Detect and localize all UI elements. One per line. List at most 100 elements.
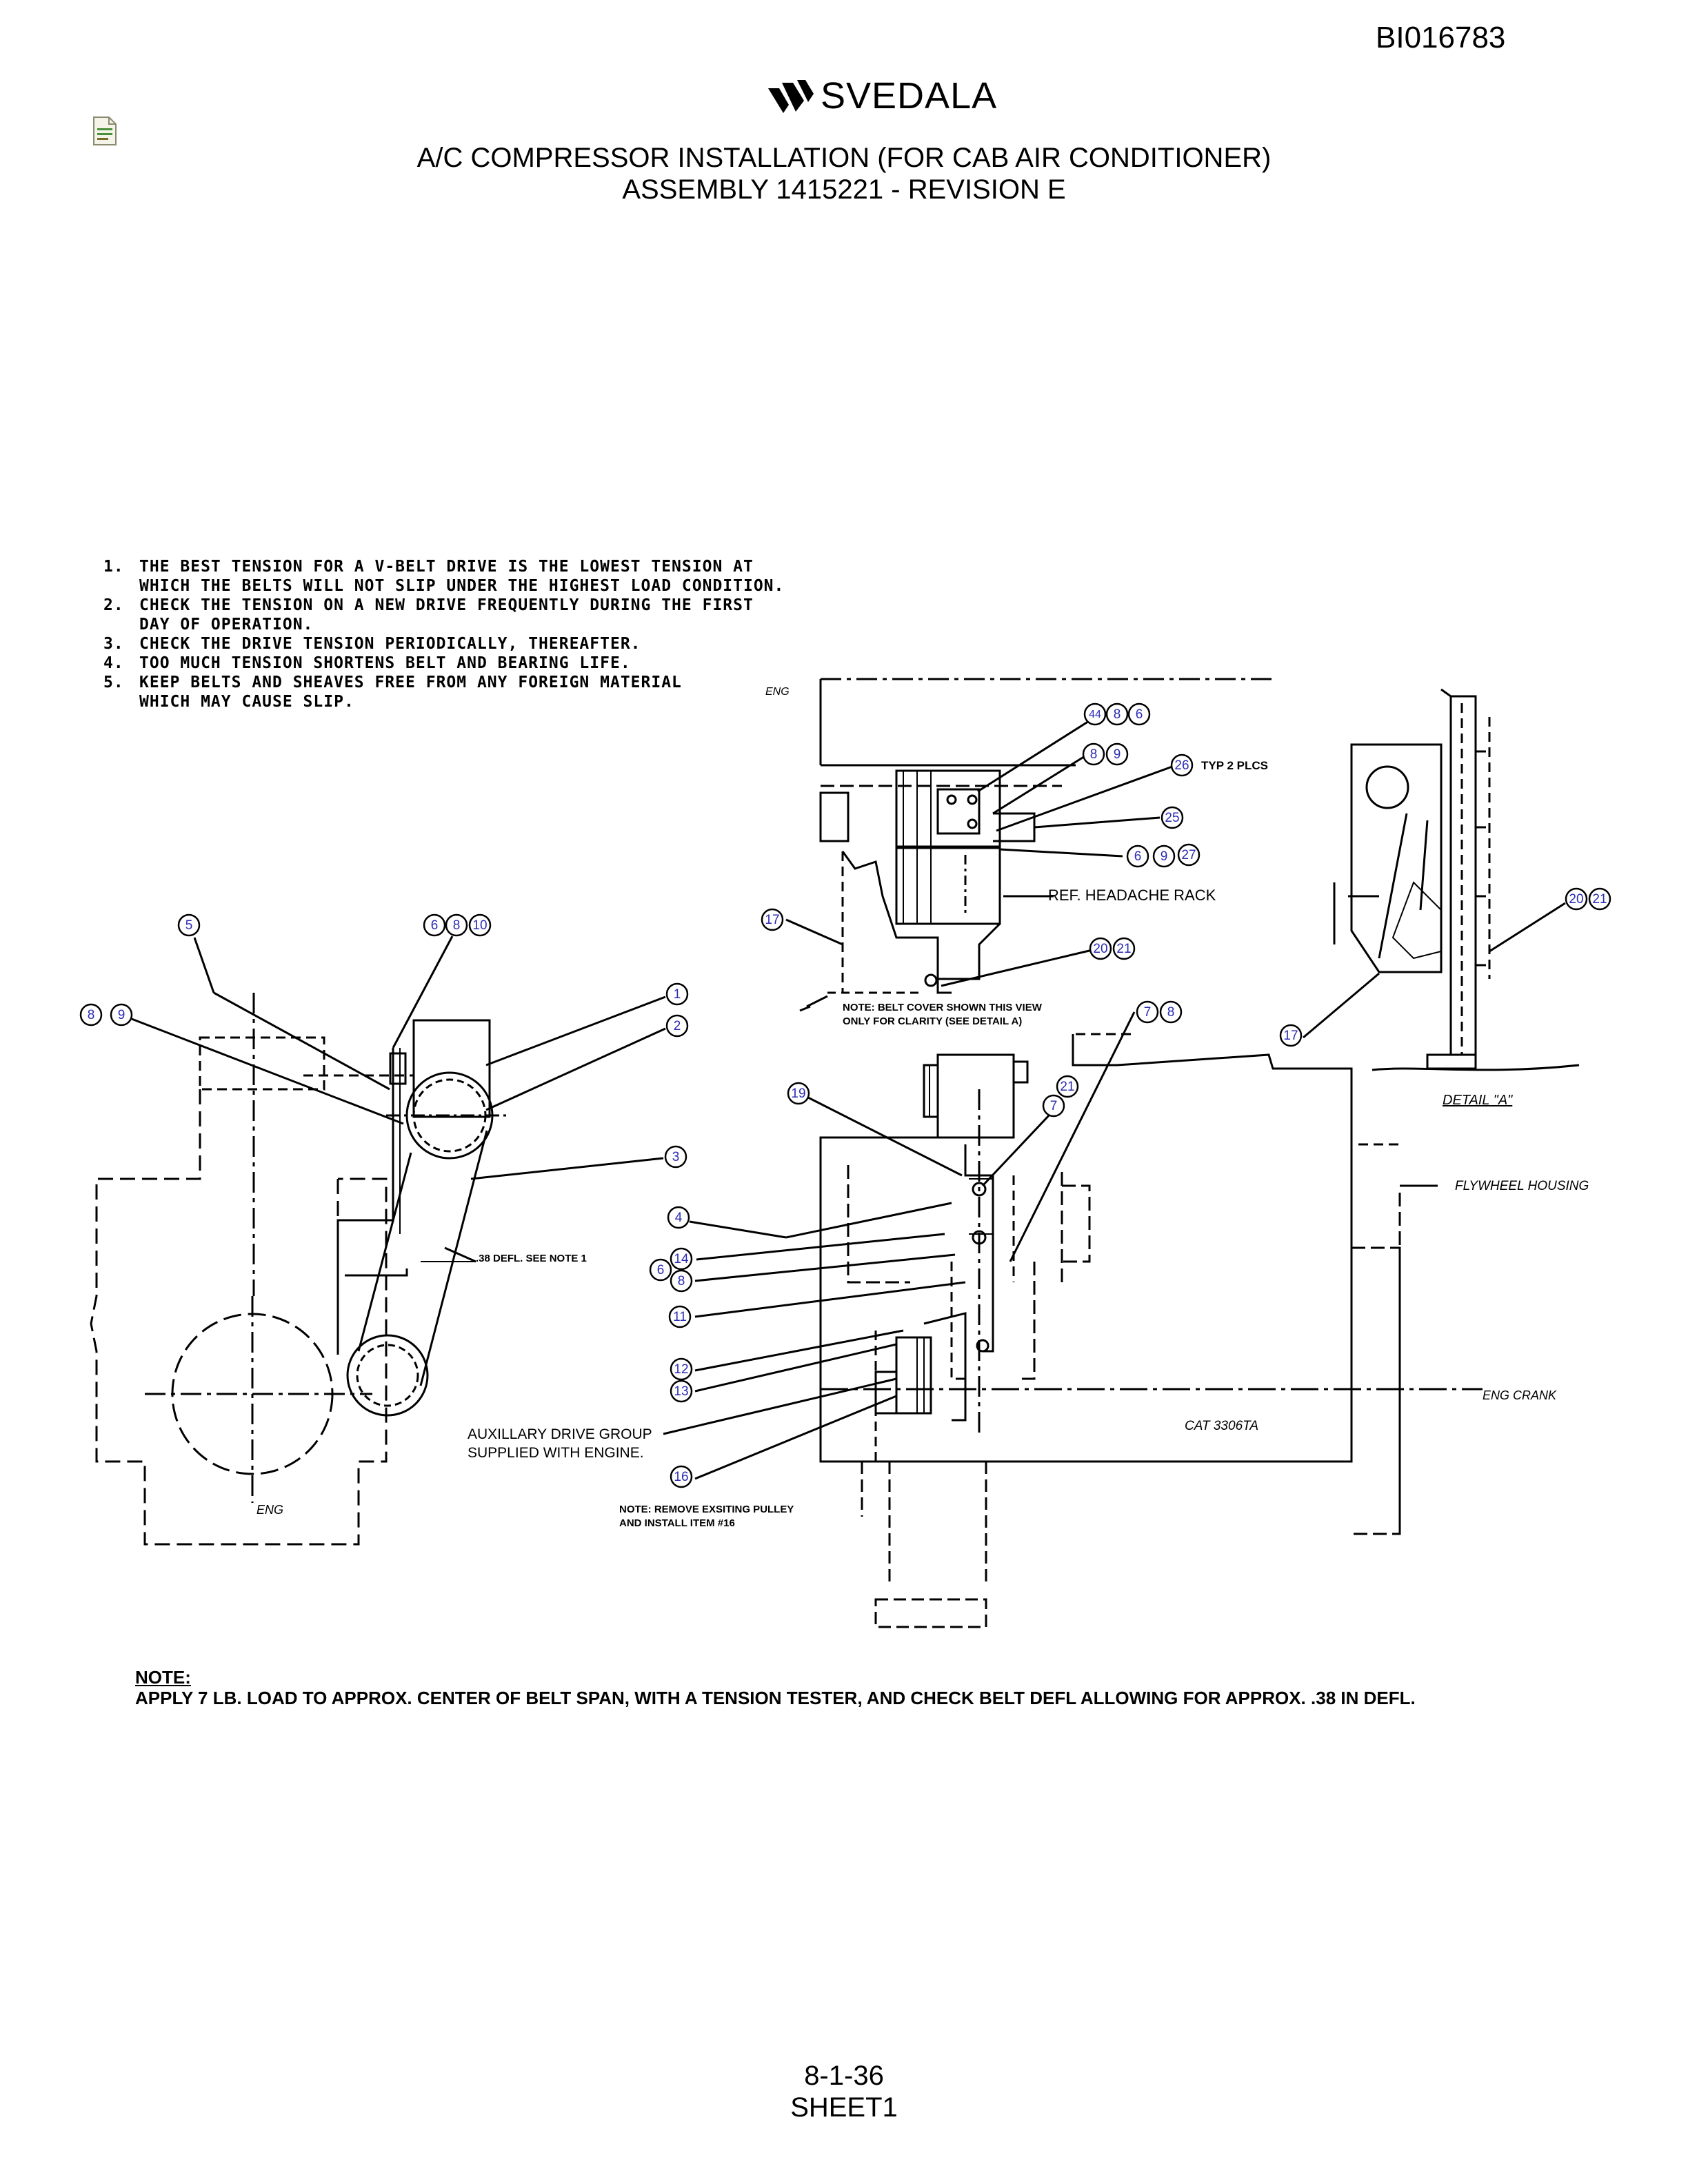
svg-text:3: 3 [672,1150,680,1164]
deflection-label: .38 DEFL. SEE NOTE 1 [476,1253,587,1264]
callout-balloon: 21 [1112,937,1136,960]
bottom-note-text: APPLY 7 LB. LOAD TO APPROX. CENTER OF BE… [135,1688,1416,1708]
svg-text:4: 4 [675,1211,683,1225]
title-line-1: A/C COMPRESSOR INSTALLATION (FOR CAB AIR… [416,143,1272,173]
left-engine-view [90,993,510,1546]
callout-balloon: 8 [670,1269,693,1293]
callout-balloon: 8 [1159,1000,1183,1024]
callout-balloon: 27 [1177,843,1200,867]
callout-balloon: 6 [1127,702,1151,726]
callout-balloon: 3 [664,1145,687,1169]
svg-text:12: 12 [674,1362,688,1377]
note-item: 5.KEEP BELTS AND SHEAVES FREE FROM ANY F… [103,674,682,691]
callout-balloon: 21 [1588,887,1611,911]
note-item: WHICH MAY CAUSE SLIP. [139,693,354,711]
callout-balloon: 5 [177,913,201,937]
svedala-logo-icon [768,80,814,113]
brand-name: SVEDALA [821,75,998,117]
flywheel-housing-label: FLYWHEEL HOUSING [1455,1179,1589,1193]
note-item: 2.CHECK THE TENSION ON A NEW DRIVE FREQU… [103,596,754,614]
balloon-callouts: 5 6 8 10 8 9 1 2 3 4 14 6 8 11 12 13 16 … [79,702,1611,1488]
tension-notes-list: 1.THE BEST TENSION FOR A V-BELT DRIVE IS… [103,557,784,711]
callout-balloon: 8 [1105,702,1129,726]
callout-balloon: 16 [670,1465,693,1488]
belt-cover-note-line-1: NOTE: BELT COVER SHOWN THIS VIEW [843,1002,1043,1013]
document-id: BI016783 [1376,21,1506,54]
svg-text:8: 8 [1167,1005,1175,1020]
svg-text:25: 25 [1165,811,1179,825]
svg-text:27: 27 [1181,848,1196,862]
callout-balloon: 10 [468,913,492,937]
svg-text:6: 6 [657,1263,665,1277]
svg-text:11: 11 [673,1310,687,1324]
callout-balloon: 6 [1126,845,1149,868]
svg-text:20: 20 [1569,892,1583,907]
callout-balloon: 17 [1279,1024,1303,1047]
svg-text:9: 9 [1114,747,1121,762]
note-item: 4.TOO MUCH TENSION SHORTENS BELT AND BEA… [103,654,631,672]
page-number: 8-1-36 [804,2061,884,2091]
svg-text:26: 26 [1174,758,1189,773]
aux-drive-label-line-1: AUXILLARY DRIVE GROUP [468,1426,652,1442]
svg-text:21: 21 [1116,942,1131,956]
aux-drive-label-line-2: SUPPLIED WITH ENGINE. [468,1445,644,1461]
callout-balloon: 2 [665,1014,689,1038]
callout-balloon: 19 [787,1082,810,1105]
remove-pulley-note-line-1: NOTE: REMOVE EXSITING PULLEY [619,1504,794,1515]
svg-text:19: 19 [791,1086,805,1101]
callout-balloon: 14 [670,1247,693,1271]
headache-rack-label: REF. HEADACHE RACK [1048,887,1216,904]
note-item: 3.CHECK THE DRIVE TENSION PERIODICALLY, … [103,635,641,653]
svg-text:1: 1 [674,987,681,1002]
callout-balloon: 6 [423,913,446,937]
engine-model-label: CAT 3306TA [1185,1419,1258,1433]
svg-text:6: 6 [1134,849,1142,864]
typ-2-plcs-label: TYP 2 PLCS [1201,759,1268,772]
callout-balloon: 9 [1152,845,1176,868]
callout-balloon: 25 [1160,806,1184,829]
detail-a-label: DETAIL "A" [1443,1093,1513,1108]
svg-text:21: 21 [1060,1080,1074,1094]
leader-lines [131,713,1566,1480]
svg-text:7: 7 [1144,1005,1152,1020]
title-line-2: ASSEMBLY 1415221 - REVISION E [622,174,1066,205]
top-compressor-view [819,678,1276,994]
svg-text:8: 8 [678,1274,685,1288]
engine-crank-label: ENG CRANK [1483,1388,1557,1402]
engine-centerline-label: ENG [257,1503,283,1517]
callout-balloon: 8 [445,913,468,937]
bottom-note-heading: NOTE: [135,1667,191,1688]
svg-text:6: 6 [1136,707,1143,722]
callout-balloon: 7 [1042,1094,1065,1118]
svg-text:8: 8 [453,918,461,933]
callout-balloon: 20 [1089,937,1112,960]
callout-balloon: 17 [761,908,784,931]
callout-balloon: 21 [1056,1075,1079,1098]
svg-text:9: 9 [118,1008,125,1022]
svg-text:20: 20 [1093,942,1107,956]
svg-text:2: 2 [674,1019,681,1033]
svg-text:7: 7 [1050,1099,1058,1113]
svg-text:10: 10 [472,918,487,933]
svg-text:9: 9 [1160,849,1168,864]
belt-cover-note-line-2: ONLY FOR CLARITY (SEE DETAIL A) [843,1015,1022,1027]
callout-balloon: 9 [110,1003,133,1027]
attachment-icon[interactable] [91,116,119,146]
callout-balloon: 12 [670,1357,693,1381]
detail-a-view [1333,688,1580,1071]
note-item: WHICH THE BELTS WILL NOT SLIP UNDER THE … [139,577,785,595]
note-item: DAY OF OPERATION. [139,616,314,634]
remove-pulley-note-line-2: AND INSTALL ITEM #16 [619,1517,735,1529]
engine-centerline-top-label: ENG [765,686,790,698]
svg-text:21: 21 [1592,892,1607,907]
svg-text:17: 17 [765,913,779,927]
callout-balloon: 11 [668,1305,692,1328]
drawing-labels: .38 DEFL. SEE NOTE 1 TYP 2 PLCS REF. HEA… [257,686,1589,1529]
callout-balloon: 7 [1136,1000,1159,1024]
svg-text:14: 14 [674,1252,689,1266]
svg-text:13: 13 [674,1384,688,1399]
callout-balloon: 9 [1105,742,1129,766]
svg-text:8: 8 [88,1008,95,1022]
svg-text:16: 16 [674,1470,688,1484]
